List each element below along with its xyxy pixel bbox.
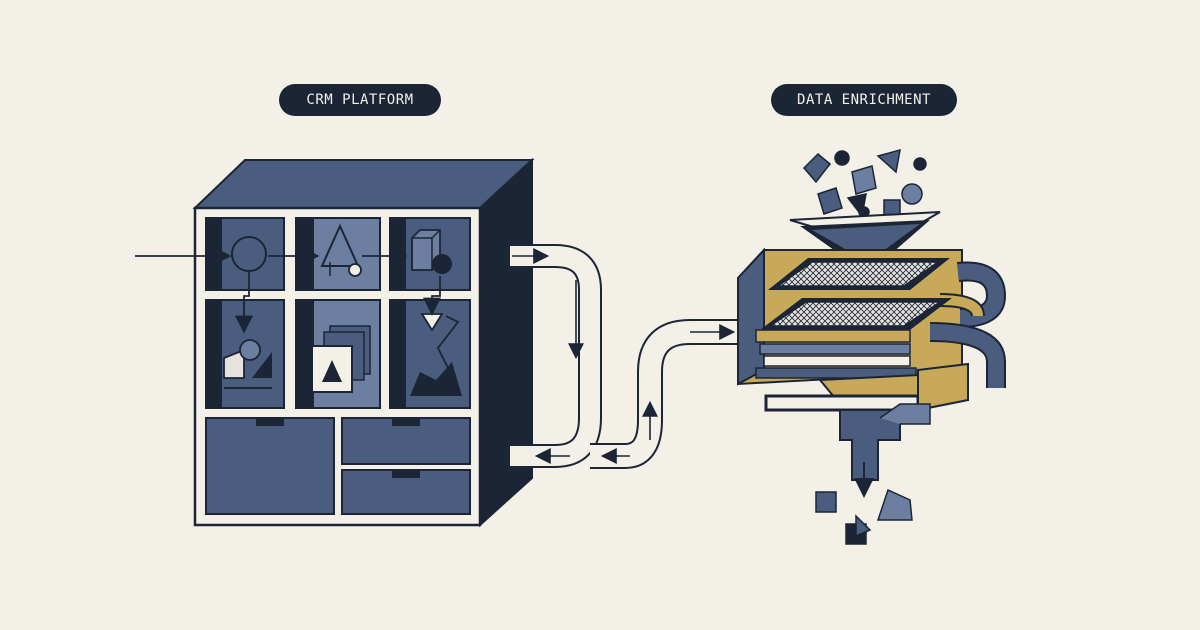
pipe-crm-out bbox=[510, 244, 602, 468]
cube-icon bbox=[411, 229, 452, 274]
mesh-filter-2 bbox=[755, 298, 952, 343]
triangle-icon bbox=[320, 223, 360, 267]
enrichment-machine bbox=[737, 148, 1007, 545]
data-enrichment-label: DATA ENRICHMENT bbox=[771, 84, 957, 116]
crm-cabinet bbox=[135, 157, 535, 528]
compartment-shapes bbox=[205, 299, 285, 409]
compartment-cube bbox=[389, 217, 471, 291]
circle-icon bbox=[231, 236, 267, 272]
output-fragments bbox=[815, 488, 913, 545]
compartment-funnel bbox=[389, 299, 471, 409]
mesh-filter-icon bbox=[768, 258, 950, 290]
crm-platform-label: CRM PLATFORM bbox=[279, 84, 441, 116]
input-fragments bbox=[802, 148, 927, 218]
compartment-cards bbox=[295, 299, 381, 409]
compartment-circle bbox=[205, 217, 285, 291]
internal-flow-arrows bbox=[135, 247, 441, 334]
triangle-card-icon bbox=[311, 345, 353, 393]
drawer-large bbox=[205, 417, 335, 515]
compartment-triangle bbox=[295, 217, 381, 291]
drawer-lower-right bbox=[341, 469, 471, 515]
drawer-upper-right bbox=[341, 417, 471, 465]
pipe-to-enrichment bbox=[590, 319, 740, 469]
